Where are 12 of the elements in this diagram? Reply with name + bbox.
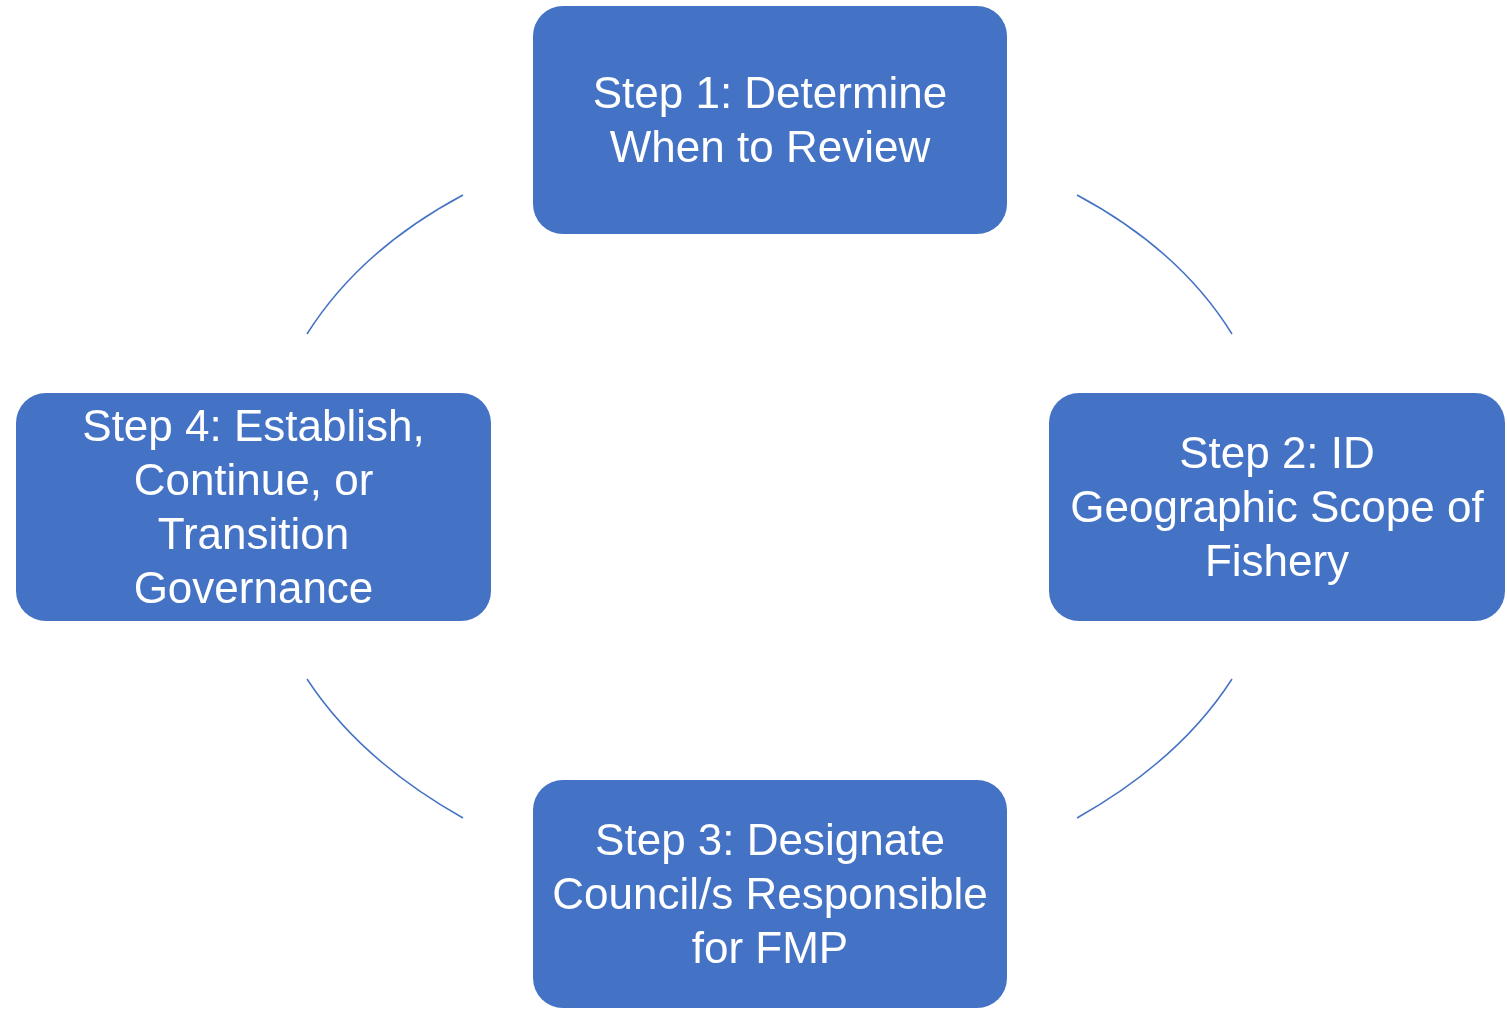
step-label: Step 1: Determine When to Review <box>591 67 949 173</box>
step-label: Step 2: ID Geographic Scope of Fishery <box>1069 427 1485 587</box>
process-box <box>1049 393 1505 621</box>
step-label: Step 3: Designate Council/s Responsible for FMP <box>551 814 989 974</box>
process-box <box>533 780 1007 1008</box>
connector-arc <box>1076 194 1233 335</box>
connector-arc <box>306 678 464 819</box>
process-box <box>16 393 491 621</box>
connector-arc <box>1076 678 1233 819</box>
connector-arc <box>306 194 464 335</box>
process-box <box>533 6 1007 234</box>
step-label: Step 4: Establish, Continue, or Transition Governance <box>81 400 426 614</box>
